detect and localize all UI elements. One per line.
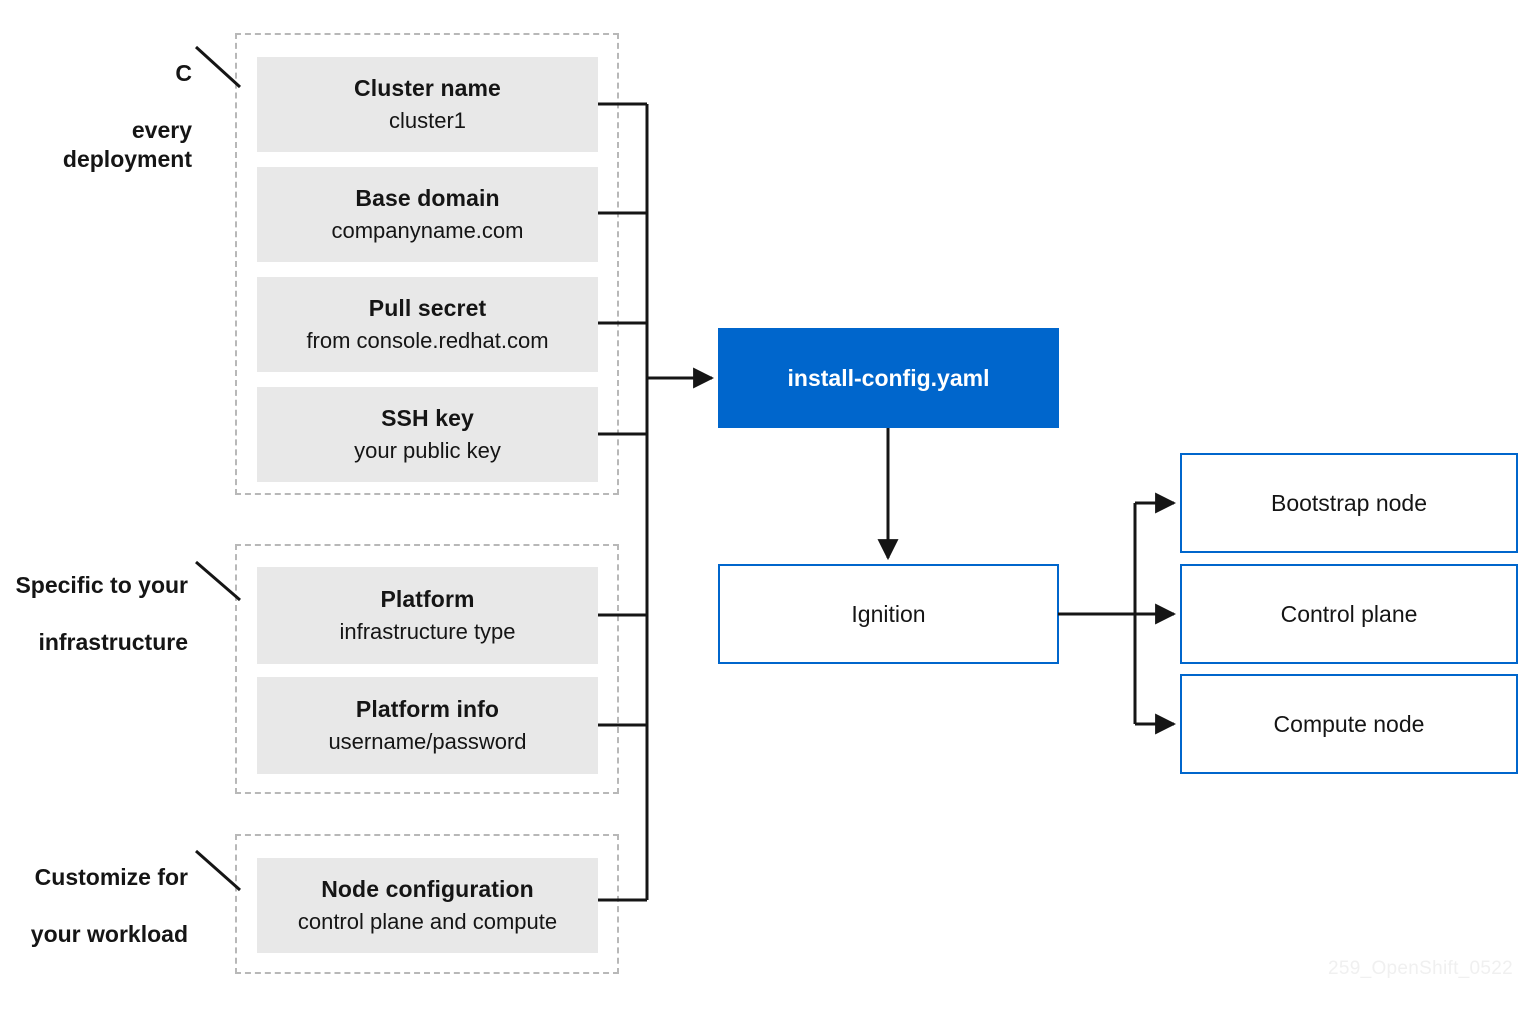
watermark: 259_OpenShift_0522 (1328, 958, 1513, 979)
annotation-infrastructure-line2: infrastructure (38, 629, 188, 656)
card-platform[interactable]: Platform infrastructure type (257, 567, 598, 664)
group-config-data (235, 33, 619, 495)
box-ignition[interactable]: Ignition (718, 564, 1059, 664)
card-base-domain-title: Base domain (355, 184, 500, 211)
annotation-config-data-line1: C (175, 59, 192, 86)
group-workload (235, 834, 619, 974)
card-ssh-key-subtitle: your public key (354, 438, 501, 464)
box-bootstrap-node-label: Bootstrap node (1270, 489, 1427, 516)
leader-line-infrastructure (195, 560, 241, 602)
annotation-workload: Customize for your workload (0, 834, 188, 949)
leader-line-config-data (194, 45, 242, 89)
card-pull-secret-title: Pull secret (368, 294, 487, 321)
card-node-configuration-title: Node configuration (321, 875, 534, 902)
box-compute-node-label: Compute node (1273, 710, 1425, 737)
annotation-workload-line2: your workload (30, 921, 188, 948)
card-node-configuration[interactable]: Node configuration control plane and com… (257, 858, 598, 953)
group-infrastructure (235, 544, 619, 794)
card-node-configuration-subtitle: control plane and compute (297, 909, 558, 935)
box-compute-node[interactable]: Compute node (1180, 674, 1518, 774)
card-platform-info-title: Platform info (355, 695, 500, 722)
card-base-domain-subtitle: companyname.com (331, 218, 524, 244)
card-platform-info[interactable]: Platform info username/password (257, 677, 598, 774)
leader-line-workload (195, 849, 241, 892)
box-install-config-yaml[interactable]: install-config.yaml (718, 328, 1059, 428)
card-platform-title: Platform (380, 585, 475, 612)
card-cluster-name-title: Cluster name (354, 74, 501, 101)
box-control-plane-label: Control plane (1280, 600, 1418, 627)
card-ssh-key[interactable]: SSH key your public key (257, 387, 598, 482)
card-platform-info-subtitle: username/password (328, 729, 527, 755)
card-pull-secret-subtitle: from console.redhat.com (306, 328, 549, 354)
annotation-infrastructure-line1: Specific to your (15, 571, 188, 598)
card-base-domain[interactable]: Base domain companyname.com (257, 167, 598, 262)
annotation-workload-line1: Customize for (34, 863, 188, 890)
card-platform-subtitle: infrastructure type (339, 619, 516, 645)
card-cluster-name-subtitle: cluster1 (388, 108, 467, 134)
annotation-config-data: C every deployment (0, 30, 192, 174)
box-ignition-label: Ignition (851, 600, 926, 627)
box-control-plane[interactable]: Control plane (1180, 564, 1518, 664)
annotation-infrastructure: Specific to your infrastructure (0, 542, 188, 657)
box-bootstrap-node[interactable]: Bootstrap node (1180, 453, 1518, 553)
box-install-config-yaml-label: install-config.yaml (787, 364, 990, 391)
card-pull-secret[interactable]: Pull secret from console.redhat.com (257, 277, 598, 372)
annotation-config-data-line2: every deployment (62, 117, 192, 172)
card-ssh-key-title: SSH key (381, 404, 474, 431)
card-cluster-name[interactable]: Cluster name cluster1 (257, 57, 598, 152)
